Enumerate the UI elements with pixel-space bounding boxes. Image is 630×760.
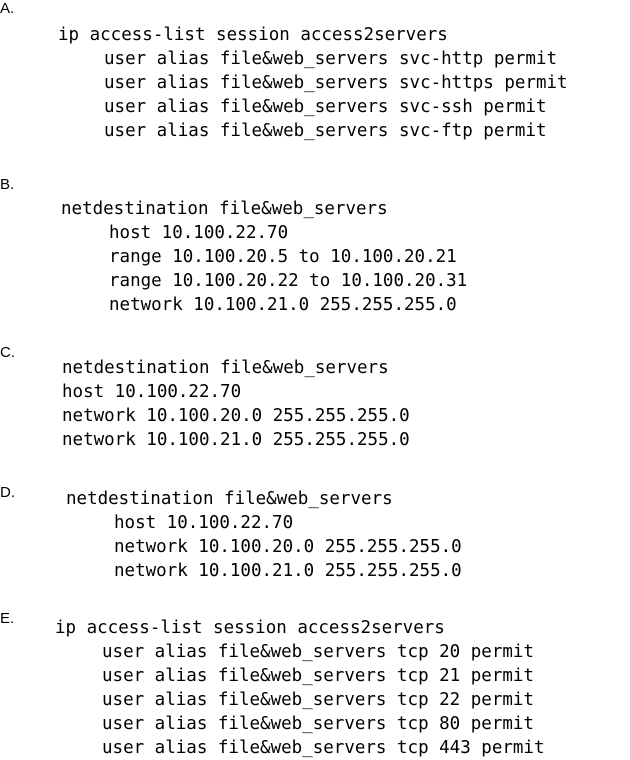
code-line: network 10.100.20.0 255.255.255.0 [114, 537, 462, 557]
option-label: D. [0, 484, 15, 501]
code-line: user alias file&web_servers tcp 20 permi… [102, 642, 534, 662]
code-line: host 10.100.22.70 [109, 223, 289, 243]
code-line: user alias file&web_servers svc-http per… [104, 49, 558, 69]
code-line: netdestination file&web_servers [66, 489, 393, 509]
code-line: user alias file&web_servers tcp 21 permi… [102, 666, 534, 686]
code-line: user alias file&web_servers svc-ftp perm… [104, 121, 547, 141]
code-line: range 10.100.20.5 to 10.100.20.21 [109, 247, 457, 267]
code-line: user alias file&web_servers tcp 22 permi… [102, 690, 534, 710]
code-line: ip access-list session access2servers [58, 25, 448, 45]
code-line: ip access-list session access2servers [55, 618, 445, 638]
option-label: A. [0, 0, 15, 17]
code-line: user alias file&web_servers tcp 80 permi… [102, 714, 534, 734]
option-label: C. [0, 344, 15, 361]
code-line: netdestination file&web_servers [62, 358, 389, 378]
option-label: B. [0, 176, 15, 193]
code-line: range 10.100.20.22 to 10.100.20.31 [109, 271, 468, 291]
code-line: network 10.100.21.0 255.255.255.0 [114, 561, 462, 581]
code-line: user alias file&web_servers svc-ssh perm… [104, 97, 547, 117]
code-line: network 10.100.21.0 255.255.255.0 [62, 430, 410, 450]
code-line: host 10.100.22.70 [62, 382, 242, 402]
code-line: user alias file&web_servers tcp 443 perm… [102, 738, 545, 758]
code-line: netdestination file&web_servers [61, 199, 388, 219]
code-line: user alias file&web_servers svc-https pe… [104, 73, 568, 93]
option-label: E. [0, 610, 15, 627]
code-line: network 10.100.21.0 255.255.255.0 [109, 295, 457, 315]
code-line: network 10.100.20.0 255.255.255.0 [62, 406, 410, 426]
code-line: host 10.100.22.70 [114, 513, 294, 533]
